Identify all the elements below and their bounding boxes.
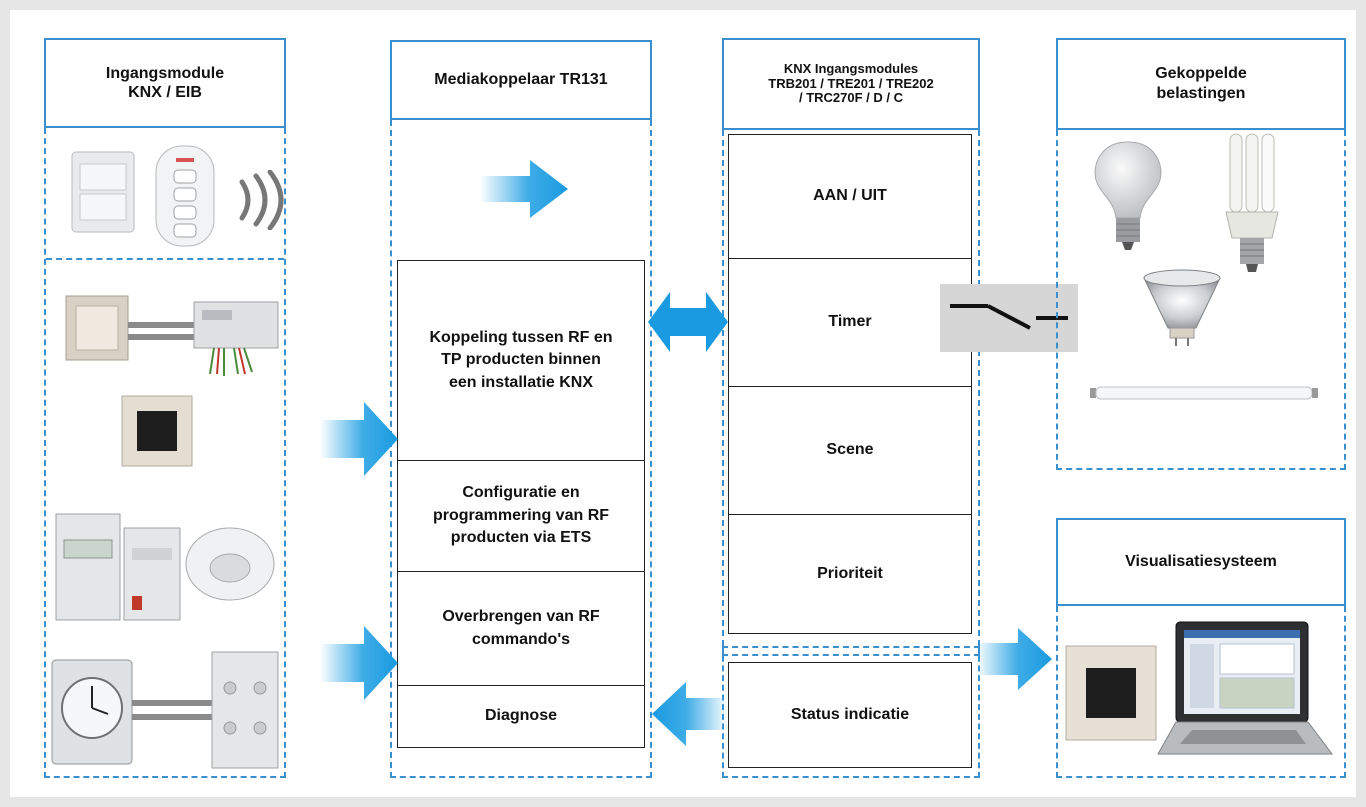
loads-frame — [1056, 130, 1346, 470]
loads-header: Gekoppelde belastingen — [1056, 38, 1346, 130]
module-function-scene: Scene — [729, 387, 971, 515]
coupler-frame — [390, 120, 652, 778]
coupler-function-diagnosis: Diagnose — [484, 707, 557, 725]
rf-arrow-right — [480, 158, 570, 220]
laptop-icon — [1156, 616, 1336, 766]
timer-actuator-product — [48, 648, 280, 773]
switch-symbol-icon — [940, 284, 1078, 352]
modules-separator — [722, 646, 980, 648]
wired-switch-product — [64, 288, 284, 380]
input-to-coupler-arrow-1 — [320, 400, 400, 478]
halogen-spot-icon — [1140, 268, 1224, 348]
rf-wall-switch-product — [70, 150, 150, 240]
coupler-function-transmission: Overbrengen van RF commando's — [398, 572, 644, 686]
module-function-timer: Timer — [729, 259, 971, 387]
visualisation-frame — [1056, 606, 1346, 778]
diagram-canvas: Ingangsmodule KNX / EIB — [10, 10, 1356, 797]
input-module-divider — [46, 258, 284, 260]
light-bulb-icon — [1090, 138, 1166, 254]
modules-function-list: AAN / UIT Timer Scene Prioriteit — [728, 134, 972, 634]
status-to-coupler-arrow — [650, 680, 730, 748]
modules-frame — [722, 130, 980, 656]
coupler-function-list: Koppeling tussen RF en TP producten binn… — [397, 260, 645, 748]
input-to-coupler-arrow-2 — [320, 624, 400, 702]
status-indication-box: Status indicatie — [728, 662, 972, 768]
radio-waves-icon — [236, 170, 296, 230]
touch-panel-product — [1064, 644, 1160, 744]
input-module-frame — [44, 128, 286, 778]
fluorescent-tube-icon — [1090, 384, 1320, 402]
module-function-priority: Prioriteit — [817, 564, 883, 582]
status-to-visualisation-arrow — [976, 626, 1054, 692]
module-function-on-off: AAN / UIT — [729, 135, 971, 259]
coupler-header: Mediakoppelaar TR131 — [390, 40, 652, 120]
visualisation-header: Visualisatiesysteem — [1056, 518, 1346, 606]
coupler-function-configuration: Configuratie en programmering van RF pro… — [398, 461, 644, 572]
rf-remote-icon — [152, 142, 222, 252]
din-modules-product — [48, 506, 278, 626]
input-module-header: Ingangsmodule KNX / EIB — [44, 38, 286, 128]
coupler-function-coupling: Koppeling tussen RF en TP producten binn… — [398, 261, 644, 461]
cfl-lamp-icon — [1220, 130, 1280, 280]
flush-push-button-product — [120, 394, 196, 470]
coupler-modules-double-arrow — [646, 290, 730, 354]
modules-header: KNX Ingangsmodules TRB201 / TRE201 / TRE… — [722, 38, 980, 130]
